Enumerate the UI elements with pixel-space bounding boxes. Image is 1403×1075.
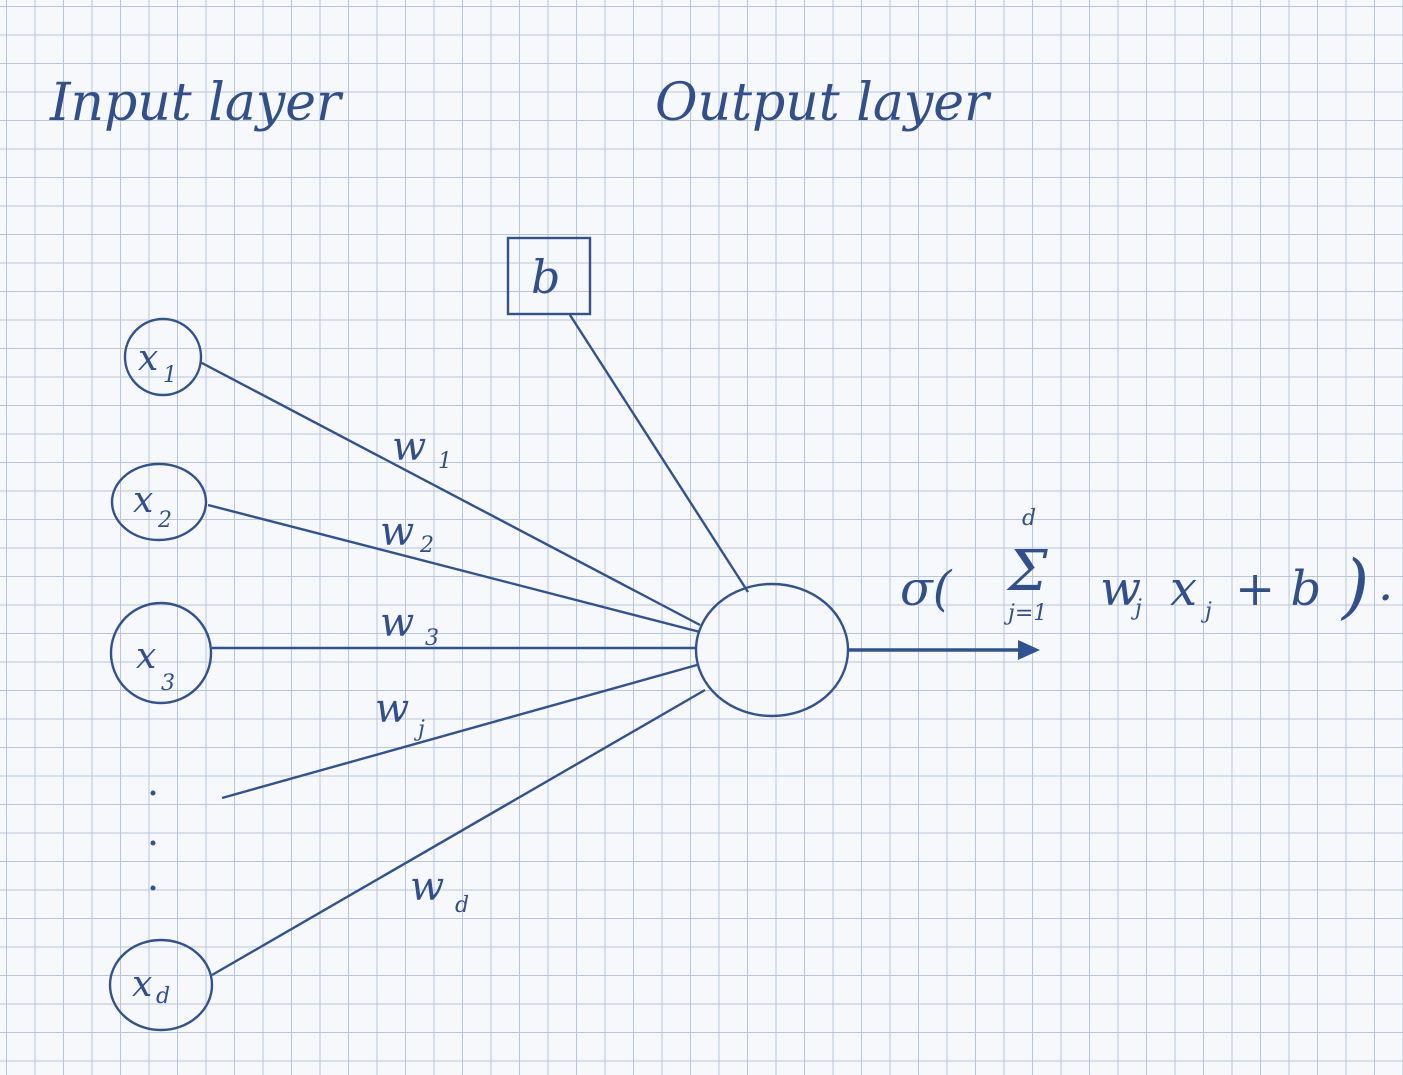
input-xd-sub: d <box>156 984 170 1009</box>
weight-w2-var: w <box>380 509 414 555</box>
formula-sum-upper: d <box>1022 506 1036 531</box>
formula-sum-symbol: Σ <box>1006 539 1048 604</box>
weight-w1-sub: 1 <box>438 449 452 474</box>
input-node-x3 <box>109 601 213 705</box>
ellipsis-dot <box>150 885 156 891</box>
weight-wd-sub: d <box>455 893 469 918</box>
input-node-xd <box>108 938 214 1032</box>
input-x1-var: x <box>138 338 158 379</box>
input-x2-sub: 2 <box>157 508 172 533</box>
bias-label: b <box>531 250 560 304</box>
weight-wj-sub: j <box>413 717 425 742</box>
formula-sigma: σ( <box>900 561 953 617</box>
input-xd-var: x <box>132 964 152 1005</box>
formula-w: w <box>1100 561 1141 617</box>
weight-wj-var: w <box>375 686 409 732</box>
edge-x1 <box>199 360 701 627</box>
formula-x-sub: j <box>1200 599 1212 624</box>
input-node-x2 <box>110 462 208 542</box>
weight-w3-sub: 3 <box>425 626 439 651</box>
input-x1-sub: 1 <box>163 363 177 388</box>
edge-xj <box>221 663 698 800</box>
formula-period: . <box>1378 556 1393 612</box>
weight-w3-var: w <box>380 600 414 646</box>
output-arrow-head <box>1018 640 1040 660</box>
ellipsis-dot <box>150 790 156 796</box>
formula-x: x <box>1170 561 1197 617</box>
edge-x2 <box>207 503 701 634</box>
input-node-x1 <box>123 317 203 397</box>
formula-plus-b: + b <box>1235 561 1321 617</box>
input-layer-label: Input layer <box>49 73 344 133</box>
output-node <box>694 582 850 718</box>
edge-bias <box>568 314 750 593</box>
weight-wd-var: w <box>410 864 444 910</box>
output-layer-label: Output layer <box>655 73 992 133</box>
edge-xd <box>211 688 706 977</box>
bias-box <box>506 236 592 316</box>
input-x3-var: x <box>136 636 156 677</box>
weight-w1-var: w <box>392 424 426 470</box>
weight-w2-sub: 2 <box>419 533 434 558</box>
formula-sum-lower: j=1 <box>1003 601 1047 626</box>
input-x3-sub: 3 <box>161 671 175 696</box>
input-x2-var: x <box>133 480 153 521</box>
formula-close-paren: ) <box>1340 545 1369 627</box>
ellipsis-dot <box>150 840 156 846</box>
